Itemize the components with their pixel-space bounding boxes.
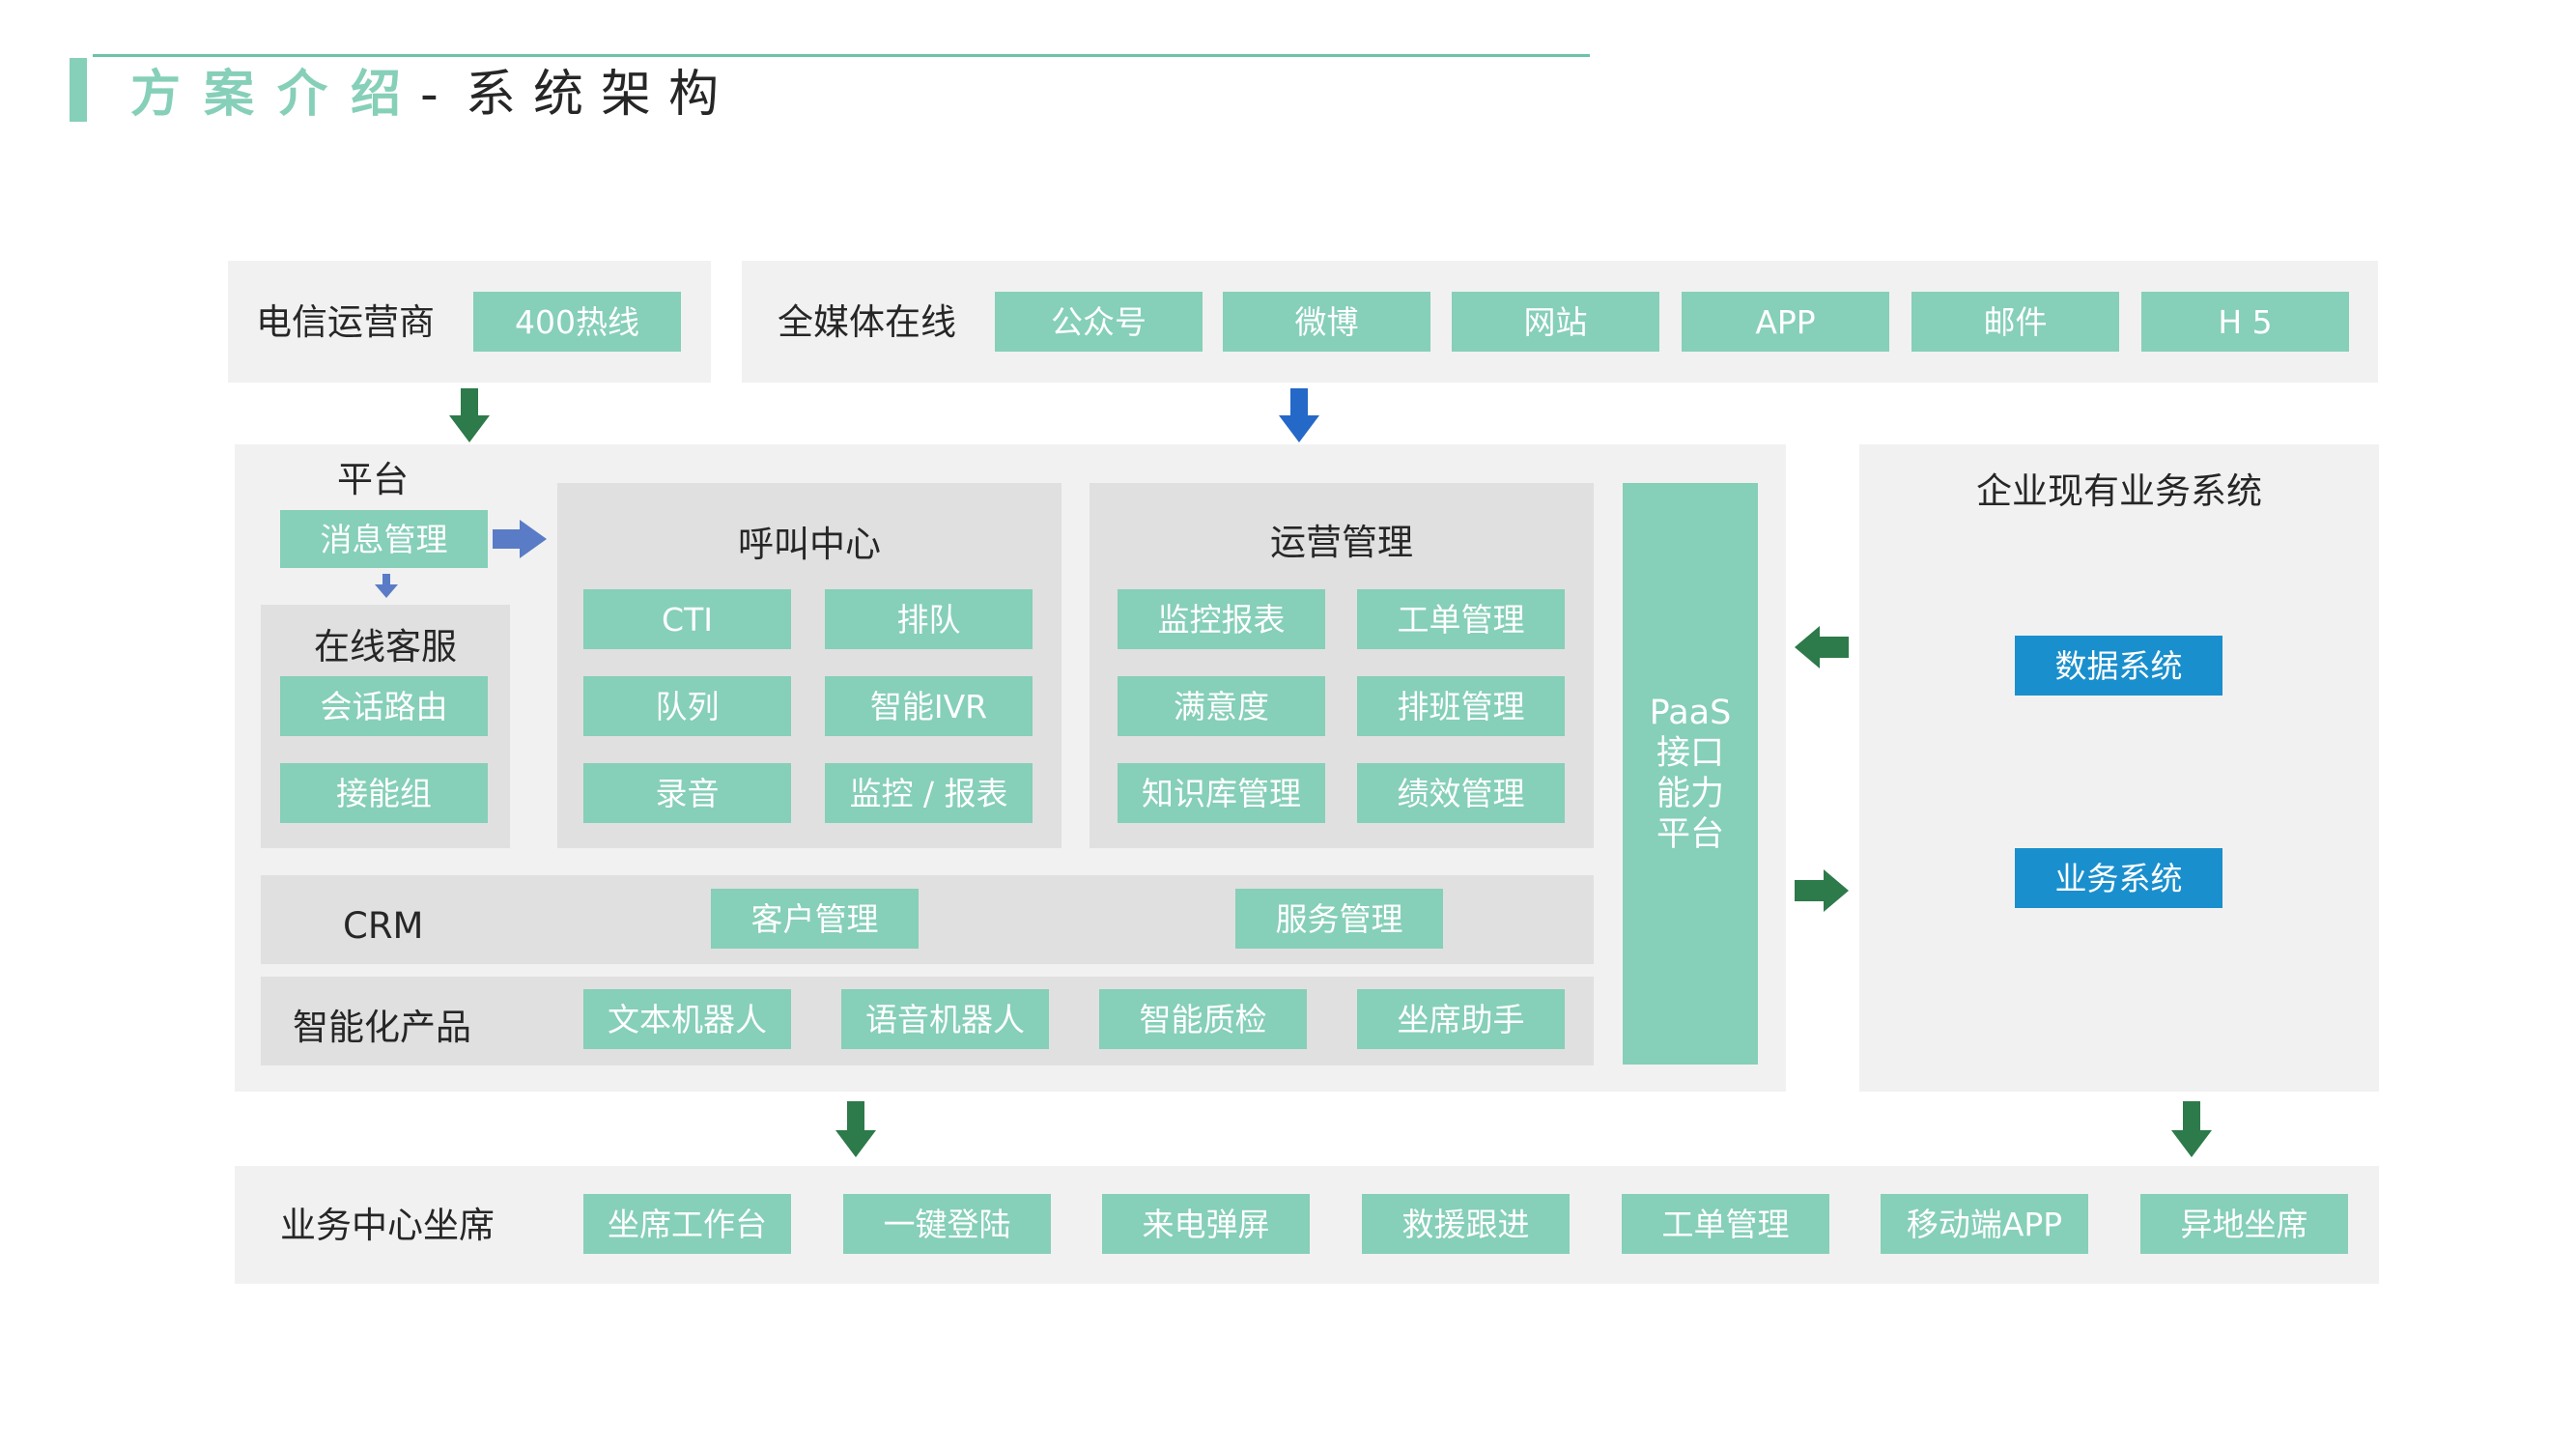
paas-platform: PaaS 接口 能力 平台 [1623, 483, 1758, 1065]
chip-email: 邮件 [1911, 292, 2119, 352]
arrow-left-icon [1795, 626, 1820, 668]
arrow-right-icon [1824, 869, 1849, 912]
chip-app: APP [1682, 292, 1889, 352]
page-subtitle: 系统架构 [466, 66, 737, 124]
arrow-down-icon [1279, 415, 1319, 442]
online-service-label: 在线客服 [314, 626, 457, 668]
chip-data-system: 数据系统 [2015, 636, 2222, 696]
chip-weibo: 微博 [1223, 292, 1430, 352]
arrow-down-shaft [461, 388, 478, 417]
arrow-down-icon [835, 1130, 876, 1157]
allmedia-label: 全媒体在线 [778, 301, 956, 343]
chip-service-mgmt: 服务管理 [1235, 889, 1443, 949]
chip-400-hotline: 400热线 [473, 292, 681, 352]
arrow-down-icon [375, 584, 398, 598]
crm-label: CRM [343, 905, 424, 947]
platform-label: 平台 [337, 459, 409, 500]
chip-one-click-login: 一键登陆 [843, 1194, 1051, 1254]
enterprise-panel [1859, 444, 2379, 1092]
smart-products-label: 智能化产品 [293, 1007, 471, 1048]
chip-business-system: 业务系统 [2015, 848, 2222, 908]
paas-line: 平台 [1656, 815, 1724, 854]
arrow-down-icon [2171, 1130, 2212, 1157]
title-separator: - [420, 66, 439, 124]
chip-text-robot: 文本机器人 [583, 989, 791, 1049]
chip-smart-qa: 智能质检 [1099, 989, 1307, 1049]
chip-satisfaction: 满意度 [1118, 676, 1325, 736]
chip-agent-workbench: 坐席工作台 [583, 1194, 791, 1254]
chip-smart-ivr: 智能IVR [825, 676, 1033, 736]
chip-cti: CTI [583, 589, 791, 649]
chip-monitor-report-ops: 监控报表 [1118, 589, 1325, 649]
chip-website: 网站 [1452, 292, 1659, 352]
arrow-right-shaft [1795, 880, 1826, 901]
chip-rescue-followup: 救援跟进 [1362, 1194, 1570, 1254]
chip-voice-robot: 语音机器人 [841, 989, 1049, 1049]
chip-monitor-report: 监控 / 报表 [825, 763, 1033, 823]
paas-line: 能力 [1656, 775, 1724, 813]
chip-agent-assistant: 坐席助手 [1357, 989, 1565, 1049]
call-center-label: 呼叫中心 [738, 524, 881, 565]
chip-message-mgmt: 消息管理 [280, 510, 488, 568]
arrow-down-shaft [847, 1101, 864, 1132]
chip-wechat-official: 公众号 [995, 292, 1203, 352]
chip-recording: 录音 [583, 763, 791, 823]
chip-ticket-mgmt: 工单管理 [1357, 589, 1565, 649]
arrow-down-shaft [382, 574, 390, 585]
arrow-right-icon [520, 520, 547, 558]
chip-mobile-app: 移动端APP [1881, 1194, 2088, 1254]
chip-shift-mgmt: 排班管理 [1357, 676, 1565, 736]
arrow-right-shaft [493, 529, 522, 549]
business-center-label: 业务中心坐席 [280, 1205, 495, 1246]
chip-remote-agent: 异地坐席 [2140, 1194, 2348, 1254]
chip-h5: H 5 [2141, 292, 2349, 352]
telecom-label: 电信运营商 [256, 301, 435, 343]
chip-queue: 队列 [583, 676, 791, 736]
operations-label: 运营管理 [1270, 522, 1413, 563]
chip-performance-mgmt: 绩效管理 [1357, 763, 1565, 823]
chip-session-routing: 会话路由 [280, 676, 488, 736]
chip-knowledge-mgmt: 知识库管理 [1118, 763, 1325, 823]
enterprise-label: 企业现有业务系统 [1976, 470, 2262, 512]
chip-skill-group: 接能组 [280, 763, 488, 823]
chip-queueing: 排队 [825, 589, 1033, 649]
paas-line: PaaS [1649, 694, 1732, 732]
title-underline [93, 54, 1590, 57]
arrow-down-icon [449, 415, 490, 442]
page-title: 方案介绍 [130, 66, 425, 124]
title-accent-bar [70, 58, 87, 122]
chip-call-popup: 来电弹屏 [1102, 1194, 1310, 1254]
arrow-left-shaft [1818, 637, 1849, 658]
chip-customer-mgmt: 客户管理 [711, 889, 919, 949]
chip-ticket-mgmt-bc: 工单管理 [1622, 1194, 1829, 1254]
arrow-down-shaft [2183, 1101, 2200, 1132]
arrow-down-shaft [1290, 388, 1308, 417]
paas-line: 接口 [1656, 734, 1724, 773]
